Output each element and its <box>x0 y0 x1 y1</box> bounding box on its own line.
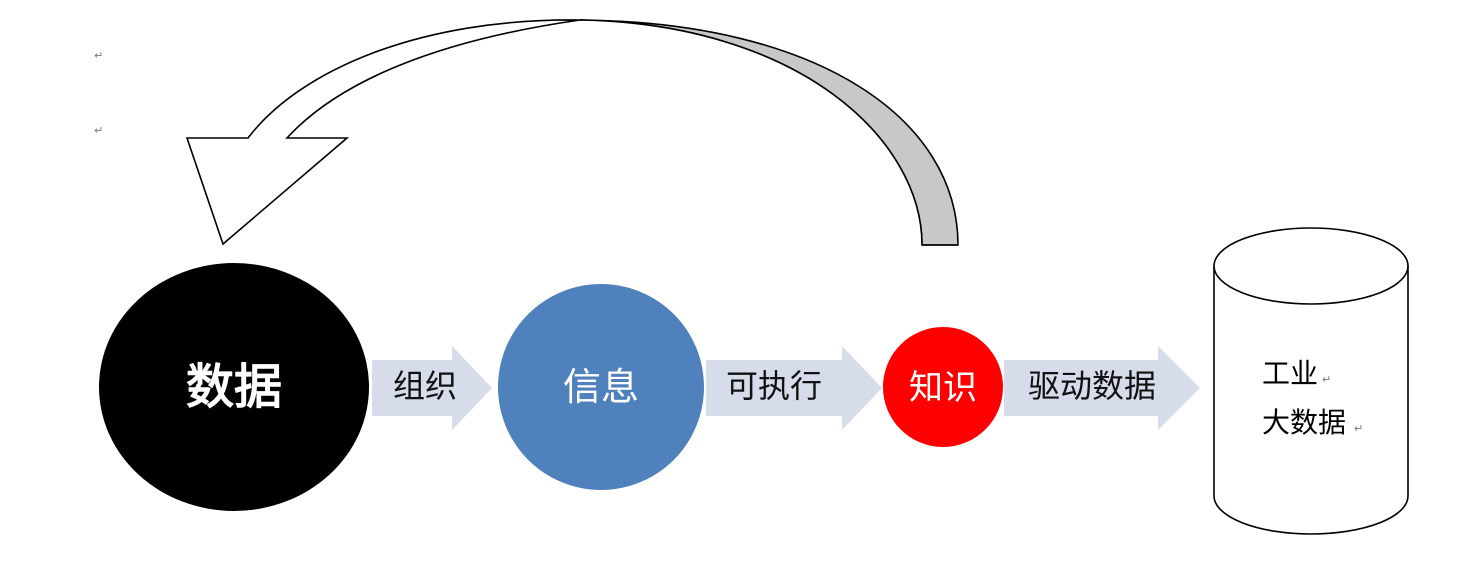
bigdata-label-line1: 工业 <box>1262 357 1318 390</box>
organize-label: 组织 <box>393 367 457 405</box>
paragraph-mark-4: ↵ <box>1354 422 1363 435</box>
node-knowledge: 知识 <box>883 327 1003 447</box>
bigdata-label-line2: 大数据 <box>1262 406 1346 439</box>
data-label: 数据 <box>186 359 282 415</box>
drive-label: 驱动数据 <box>1028 367 1156 405</box>
info-label: 信息 <box>563 365 639 409</box>
node-bigdata-cylinder: 工业 ↵ 大数据 ↵ <box>1213 227 1409 535</box>
organize-arrow-shape <box>372 346 492 430</box>
curved-arrow-body <box>185 19 923 246</box>
cylinder-top <box>1213 227 1409 305</box>
paragraph-mark-1: ↵ <box>94 49 103 62</box>
edge-actionable: 可执行 <box>706 346 882 430</box>
paragraph-mark-3: ↵ <box>1322 373 1331 386</box>
feedback-curved-arrow <box>185 19 959 246</box>
knowledge-label: 知识 <box>909 368 977 408</box>
actionable-arrow-shape <box>706 346 882 430</box>
info-circle <box>498 284 704 490</box>
knowledge-circle <box>883 327 1003 447</box>
edge-drive: 驱动数据 <box>1004 346 1200 430</box>
data-circle <box>99 263 369 511</box>
node-info: 信息 <box>498 284 704 490</box>
actionable-label: 可执行 <box>726 367 822 405</box>
edge-organize: 组织 <box>372 346 492 430</box>
cylinder-body <box>1213 266 1409 535</box>
paragraph-mark-2: ↵ <box>94 124 103 137</box>
node-data: 数据 <box>99 263 369 511</box>
drive-arrow-shape <box>1004 346 1200 430</box>
